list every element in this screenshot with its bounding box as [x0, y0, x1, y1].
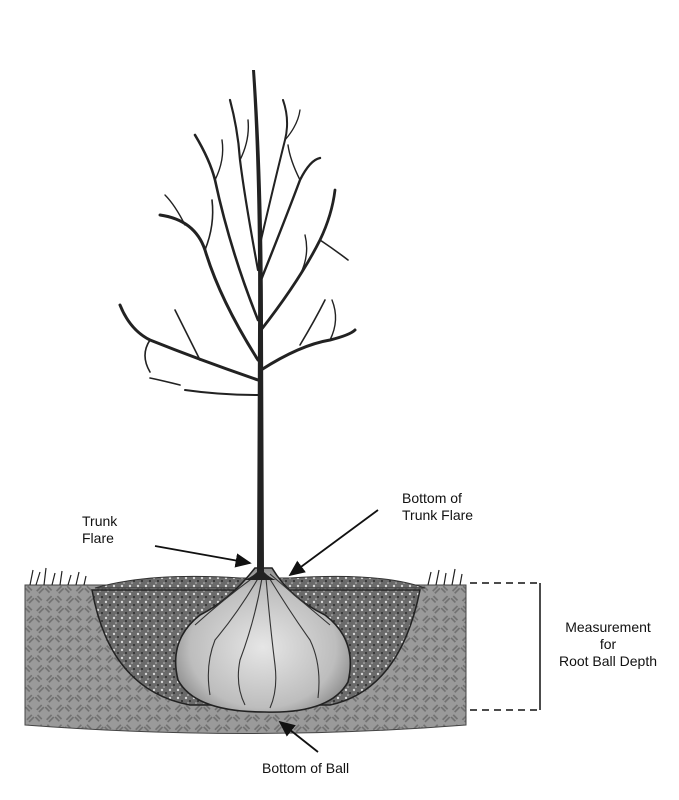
grass-left — [29, 567, 87, 586]
trunk-flare-label: Trunk Flare — [82, 513, 118, 546]
tree-trunk — [244, 70, 276, 580]
bottom-of-ball-label: Bottom of Ball — [262, 760, 350, 776]
measurement-bracket — [470, 582, 541, 711]
bottom-of-trunk-flare-arrow — [288, 509, 379, 577]
trunk-flare-arrow — [154, 545, 252, 568]
grass-right — [427, 568, 463, 586]
roots — [194, 573, 331, 709]
branches — [118, 98, 357, 396]
measurement-label: Measurement for Root Ball Depth — [558, 619, 658, 669]
bottom-of-trunk-flare-label: Bottom of Trunk Flare — [402, 490, 474, 523]
bottom-of-ball-arrow — [278, 720, 319, 753]
